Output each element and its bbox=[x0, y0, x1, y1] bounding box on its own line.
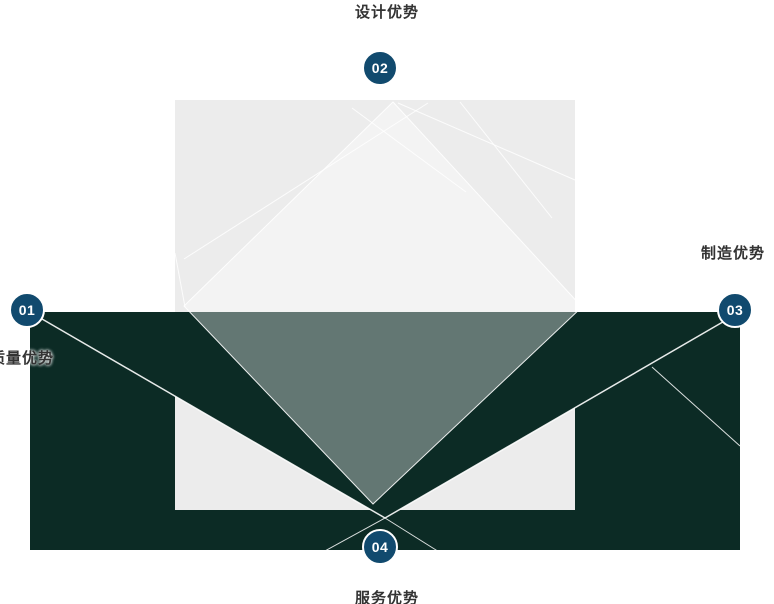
node-02-badge: 02 bbox=[362, 50, 398, 86]
node-02-number: 02 bbox=[371, 60, 389, 76]
node-01-badge: 01 bbox=[9, 292, 45, 328]
body-crease-lines bbox=[227, 366, 741, 604]
node-04-label: 服务优势 bbox=[354, 590, 419, 604]
node-04-badge: 04 bbox=[362, 529, 398, 565]
envelope-flap bbox=[30, 312, 740, 518]
diamond-overlay bbox=[183, 101, 583, 505]
node-01-number: 01 bbox=[18, 302, 36, 318]
node-03-badge: 03 bbox=[717, 292, 753, 328]
node-03-label: 制造优势 bbox=[701, 245, 766, 262]
node-02-label: 设计优势 bbox=[354, 4, 419, 21]
node-01-label: 质量优势 bbox=[0, 350, 55, 367]
node-04-number: 04 bbox=[371, 539, 389, 555]
node-03-number: 03 bbox=[726, 302, 744, 318]
paper-crease-lines bbox=[174, 101, 576, 308]
flap-edge-lines bbox=[29, 311, 741, 519]
